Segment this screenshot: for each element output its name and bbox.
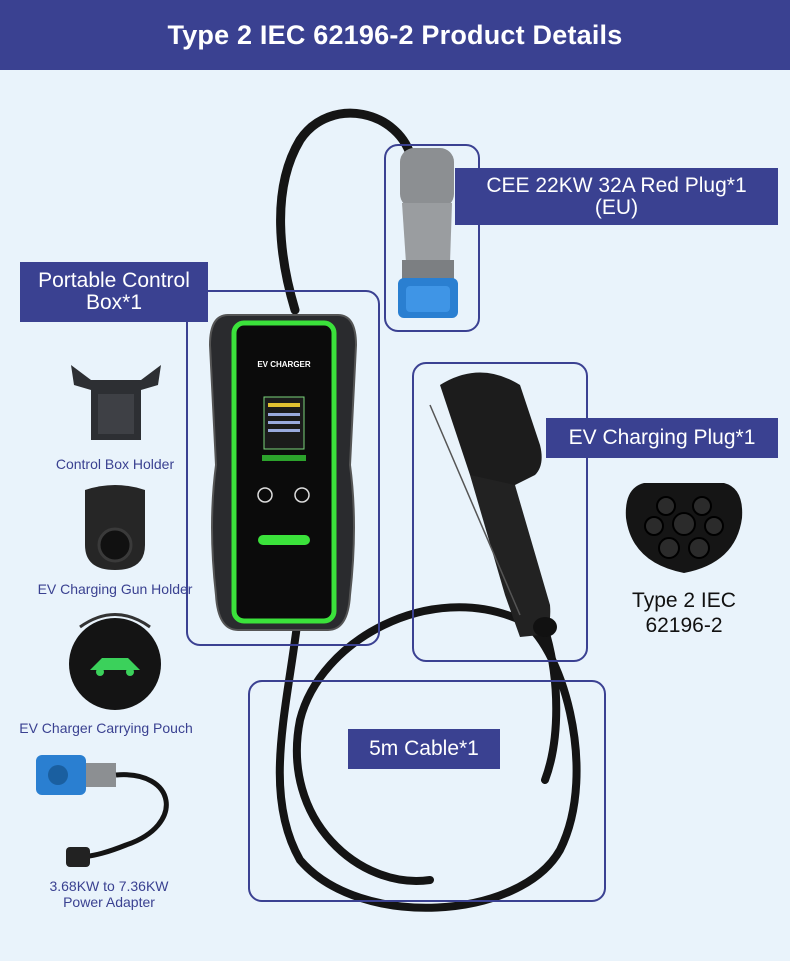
- page-title-text: Type 2 IEC 62196-2 Product Details: [167, 19, 623, 50]
- cable-frame: [248, 680, 606, 902]
- cee-plug-label-line2: (EU): [594, 195, 639, 219]
- type2-connector-face-image: [625, 483, 743, 573]
- power-adapter-label-line1: 3.68KW to 7.36KW: [49, 878, 169, 894]
- gun-holder-label: EV Charging Gun Holder: [37, 581, 193, 597]
- power-adapter-image: [36, 755, 169, 867]
- control-box-label: Portable Control Box*1: [20, 262, 208, 322]
- carrying-pouch-image: [69, 613, 161, 710]
- cee-plug-frame: [384, 144, 480, 332]
- control-box-frame: [186, 290, 380, 646]
- ev-charging-plug-image: [429, 372, 557, 637]
- type2-connector-label-line1: Type 2 IEC: [632, 589, 736, 612]
- ev-plug-frame: [412, 362, 588, 662]
- cee-plug-label: CEE 22KW 32A Red Plug*1 (EU): [455, 168, 778, 225]
- page-title: Type 2 IEC 62196-2 Product Details: [0, 0, 790, 70]
- cable-label-text: 5m Cable*1: [369, 737, 479, 760]
- control-box-holder-label: Control Box Holder: [55, 456, 175, 472]
- control-box-label-line1: Portable Control: [38, 269, 190, 292]
- type2-connector-label: Type 2 IEC 62196-2: [604, 588, 764, 638]
- ev-plug-label: EV Charging Plug*1: [546, 418, 778, 458]
- cable-label: 5m Cable*1: [348, 729, 500, 769]
- cee-plug-image: [398, 148, 458, 318]
- ev-plug-label-text: EV Charging Plug*1: [568, 426, 756, 449]
- type2-connector-label-line2: 62196-2: [645, 614, 723, 637]
- power-adapter-label-line2: Power Adapter: [63, 894, 155, 910]
- control-box-holder-image: [71, 365, 161, 440]
- power-adapter-label: 3.68KW to 7.36KW Power Adapter: [14, 878, 204, 910]
- cee-plug-label-line1: CEE 22KW 32A Red Plug*1: [486, 173, 747, 197]
- gun-holder-image: [85, 485, 145, 570]
- control-box-label-line2: Box*1: [85, 291, 143, 314]
- control-box-screen-title: EV CHARGER: [257, 360, 311, 369]
- carrying-pouch-label: EV Charger Carrying Pouch: [19, 720, 193, 736]
- control-box-image: EV CHARGER: [208, 314, 358, 631]
